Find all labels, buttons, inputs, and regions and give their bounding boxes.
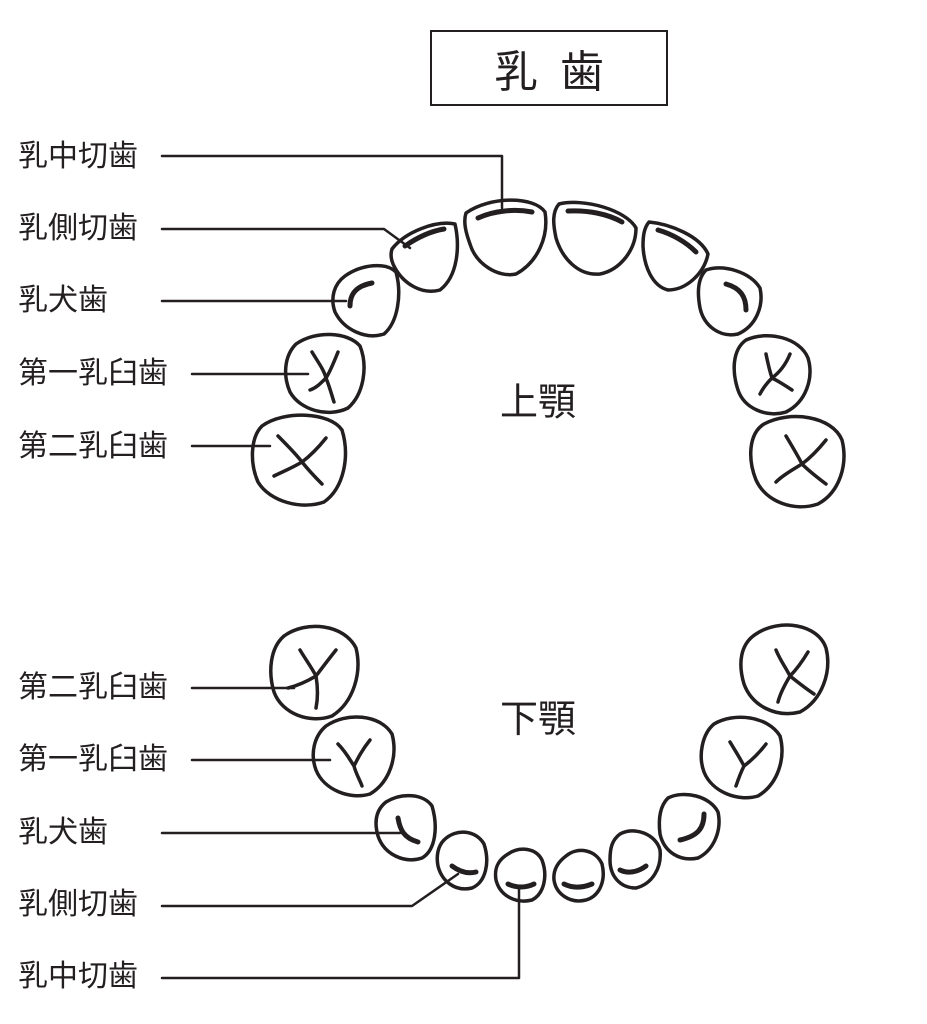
lower-label-first-molar: 第一乳臼歯 [18,742,168,777]
upper-first-molar-left [283,332,366,415]
lower-canine-right [657,792,721,861]
lower-label-central-incisor: 乳中切歯 [18,959,138,994]
lower-central-incisor-left [493,847,547,903]
lower-first-molar-left [311,715,396,798]
lower-second-molar-left [269,624,360,721]
diagram-title: 乳歯 [494,47,626,98]
lower-label-second-molar: 第二乳臼歯 [18,670,168,705]
upper-lateral-incisor-left [389,221,460,293]
lower-label-canine: 乳犬歯 [18,815,108,850]
upper-second-molar-left [250,413,348,507]
lower-second-molar-right [739,623,830,716]
upper-label-lateral-incisor: 乳側切歯 [18,211,138,246]
upper-canine-right [696,266,763,337]
leader-lower-central [160,884,521,980]
lower-lateral-incisor-left [435,830,489,891]
lower-first-molar-right [699,715,784,800]
leader-upper-lateral [160,227,412,250]
leader-upper-central [160,154,504,210]
upper-central-incisor-left [463,198,548,277]
upper-lateral-incisor-right [641,220,710,292]
lower-label-lateral-incisor: 乳側切歯 [18,887,138,922]
upper-first-molar-right [732,334,812,416]
title-box: 乳歯 [430,30,668,106]
upper-second-molar-right [749,414,846,509]
upper-label-canine: 乳犬歯 [18,283,108,318]
lower-canine-left [374,793,437,862]
upper-central-incisor-right [552,200,638,276]
upper-label-central-incisor: 乳中切歯 [18,139,138,174]
upper-jaw-label: 上顎 [500,380,577,424]
lower-lateral-incisor-right [608,829,662,890]
lower-central-incisor-right [552,848,605,903]
upper-label-first-molar: 第一乳臼歯 [18,356,168,391]
leader-lower-lateral [160,872,460,908]
lower-jaw-label: 下顎 [500,697,577,741]
leader-lines [160,154,521,980]
upper-label-second-molar: 第二乳臼歯 [18,429,168,464]
